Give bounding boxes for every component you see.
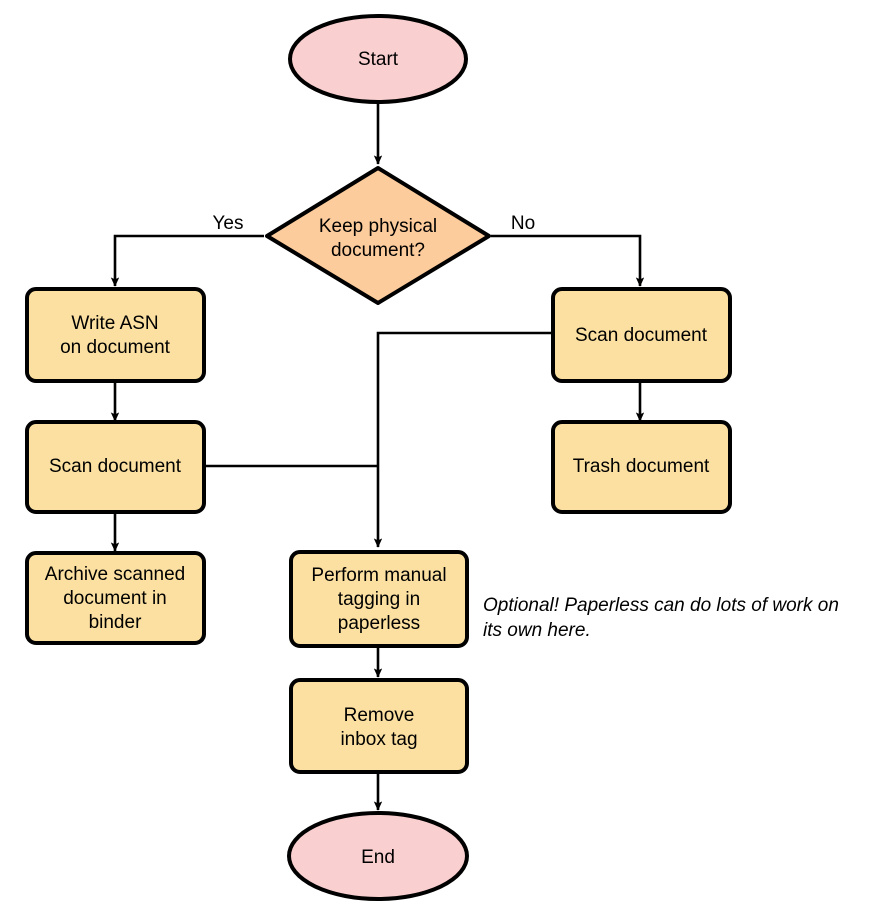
edge-decision-yes-to-write-asn — [110, 234, 264, 287]
annotation-line2: its own here. — [483, 620, 591, 641]
node-decision-label-line1: Keep physical — [319, 216, 437, 237]
node-scan-document-left-label: Scan document — [49, 456, 182, 477]
node-remove-inbox-label-line1: Remove — [344, 705, 415, 726]
node-write-asn-label-line1: Write ASN — [71, 313, 158, 334]
node-remove-inbox-label-line2: inbox tag — [340, 729, 417, 750]
edge-label-yes: Yes — [213, 213, 244, 234]
annotation-line1: Optional! Paperless can do lots of work … — [483, 595, 839, 616]
edge-label-no: No — [511, 213, 535, 234]
node-archive-label-line2: document in — [63, 588, 167, 609]
node-decision-label-line2: document? — [331, 240, 425, 261]
node-write-asn-on-document[interactable]: Write ASN on document — [25, 287, 206, 383]
node-archive-label-line1: Archive scanned — [45, 564, 185, 585]
node-trash-document-label: Trash document — [573, 456, 710, 477]
node-scan-document-left[interactable]: Scan document — [25, 420, 206, 514]
node-remove-inbox-tag[interactable]: Remove inbox tag — [289, 678, 469, 774]
annotation-note: Optional! Paperless can do lots of work … — [483, 595, 839, 641]
node-scan-document-right-label: Scan document — [575, 325, 708, 346]
node-end-label: End — [361, 847, 395, 868]
node-manual-tagging-label-line3: paperless — [338, 613, 420, 634]
node-write-asn-label-line2: on document — [60, 337, 171, 358]
node-start-label: Start — [358, 49, 399, 70]
node-perform-manual-tagging[interactable]: Perform manual tagging in paperless — [289, 550, 469, 648]
node-archive-scanned-document[interactable]: Archive scanned document in binder — [25, 551, 206, 645]
node-archive-label-line3: binder — [89, 612, 142, 633]
node-end[interactable]: End — [287, 811, 469, 901]
node-start[interactable]: Start — [288, 14, 468, 104]
edge-scan-right-to-manual-tagging — [373, 331, 552, 548]
node-scan-document-right[interactable]: Scan document — [551, 287, 732, 383]
node-trash-document[interactable]: Trash document — [551, 420, 732, 514]
node-manual-tagging-label-line1: Perform manual — [311, 565, 446, 586]
node-decision-keep-physical-document[interactable]: Keep physical document? — [265, 166, 491, 305]
node-manual-tagging-label-line2: tagging in — [338, 589, 420, 610]
edge-decision-no-to-scan-right — [491, 234, 645, 287]
